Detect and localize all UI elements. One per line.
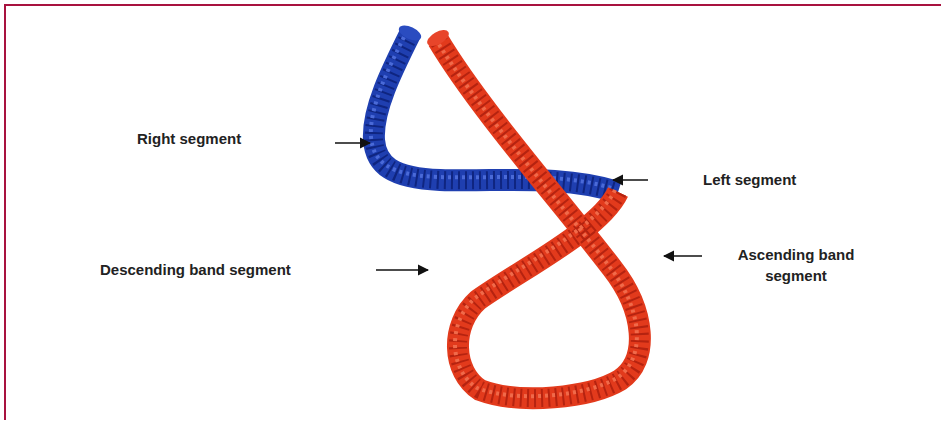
part-label: Descending band segment bbox=[100, 259, 291, 280]
leader-arrow bbox=[376, 269, 428, 271]
red-rope bbox=[425, 27, 640, 398]
part-label: Ascending band segment bbox=[732, 244, 860, 286]
part-label: Right segment bbox=[137, 128, 241, 149]
leader-arrow bbox=[664, 255, 702, 257]
frame-border bbox=[5, 5, 941, 420]
leader-arrows bbox=[335, 143, 702, 270]
leader-arrow bbox=[613, 179, 648, 181]
part-label: Left segment bbox=[703, 169, 796, 190]
leader-arrow bbox=[335, 142, 370, 144]
